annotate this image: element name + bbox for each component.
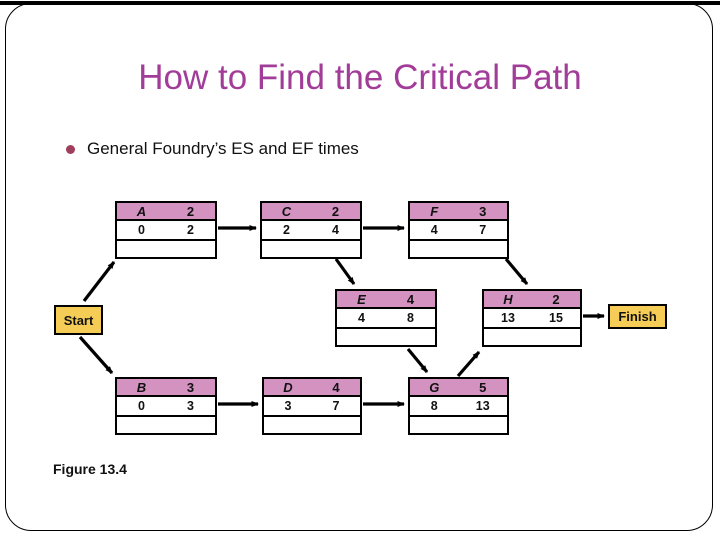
activity-letter: F: [430, 203, 439, 219]
node-empty-row: [484, 329, 580, 345]
page-title: How to Find the Critical Path: [138, 58, 582, 97]
arrow-Start-to-A: [82, 261, 116, 302]
arrow-F-to-H: [504, 257, 529, 286]
es-value: 13: [501, 310, 515, 325]
ef-value: 4: [332, 222, 339, 237]
es-value: 4: [358, 310, 365, 325]
activity-letter: H: [503, 291, 513, 307]
es-value: 3: [284, 398, 292, 413]
activity-letter: A: [136, 203, 147, 219]
ef-value: 7: [479, 222, 487, 237]
ef-value: 13: [475, 398, 490, 413]
es-value: 2: [283, 222, 290, 237]
node-es-ef-row: 13 15: [484, 309, 580, 329]
figure-caption: Figure 13.4: [53, 461, 127, 477]
node-empty-row: [117, 417, 215, 433]
activity-letter: C: [281, 203, 292, 219]
node-empty-row: [264, 417, 360, 433]
activity-duration: 5: [479, 379, 487, 395]
bullet-text: General Foundry’s ES and EF times: [87, 139, 359, 158]
ef-value: 8: [407, 310, 414, 325]
node-empty-row: [410, 241, 507, 257]
es-value: 0: [138, 222, 145, 237]
activity-letter: E: [357, 291, 366, 307]
ef-value: 3: [187, 398, 194, 413]
activity-letter: B: [136, 379, 147, 395]
slide-border-frame: [5, 3, 713, 531]
arrow-E-to-G: [406, 347, 429, 374]
activity-duration: 2: [186, 203, 195, 219]
bullet-item: General Foundry’s ES and EF times: [66, 139, 359, 159]
finish-node: Finish: [608, 304, 667, 329]
start-node: Start: [54, 305, 103, 335]
activity-duration: 2: [552, 291, 560, 307]
es-value: 8: [430, 398, 438, 413]
activity-duration: 4: [406, 291, 415, 307]
arrow-C-to-E: [334, 258, 356, 285]
node-empty-row: [410, 417, 507, 433]
arrow-Start-to-B: [78, 335, 114, 375]
ef-value: 2: [187, 222, 194, 237]
node-es-ef-row: 8 13: [410, 397, 507, 417]
node-empty-row: [262, 241, 360, 257]
ef-value: 7: [332, 398, 340, 413]
activity-duration: 4: [332, 379, 340, 395]
node-empty-row: [117, 241, 215, 257]
bullet-dot-icon: [66, 144, 75, 154]
arrow-G-to-H: [456, 350, 481, 378]
activity-letter: G: [429, 379, 440, 395]
activity-letter: D: [283, 379, 293, 395]
node-empty-row: [337, 329, 435, 345]
es-value: 4: [430, 222, 438, 237]
ef-value: 15: [549, 310, 563, 325]
activity-duration: 2: [331, 203, 340, 219]
activity-duration: 3: [479, 203, 487, 219]
es-value: 0: [138, 398, 145, 413]
activity-duration: 3: [186, 379, 195, 395]
